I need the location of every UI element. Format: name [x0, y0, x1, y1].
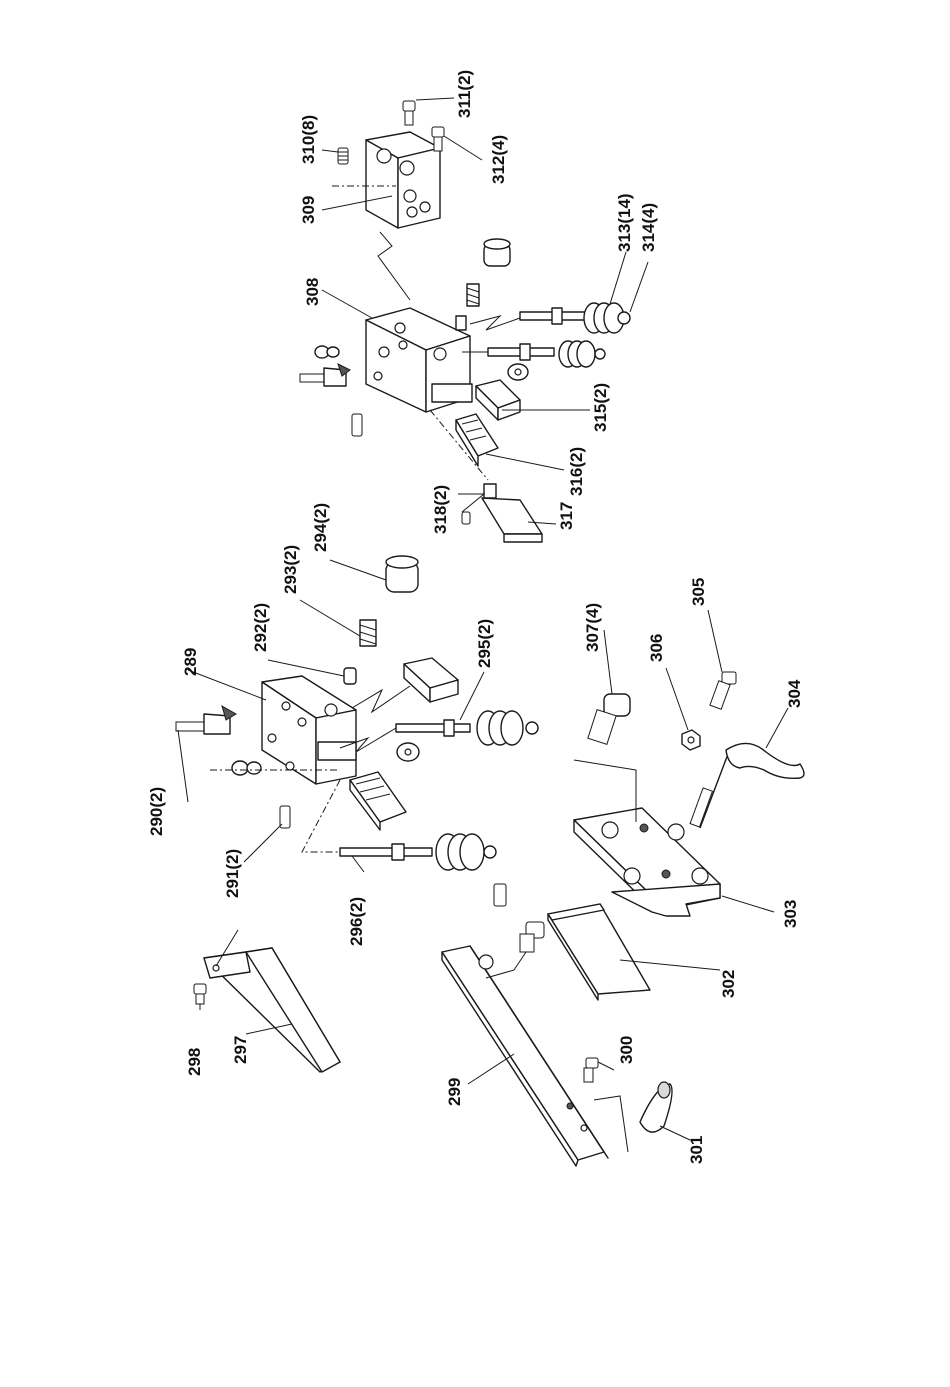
part-309-block: [366, 132, 440, 228]
label-318: 318(2): [431, 485, 450, 534]
part-300-screw: [584, 1058, 598, 1082]
label-294: 294(2): [311, 503, 330, 552]
label-305: 305: [689, 578, 708, 606]
part-306-nut: [682, 730, 700, 750]
part-289-slide: [350, 772, 406, 830]
part-293-spring: [360, 620, 376, 646]
part-308-nut: [315, 346, 339, 358]
part-289-nut: [232, 761, 261, 775]
part-302-plate: [548, 904, 650, 1000]
part-315-block: [476, 380, 520, 420]
label-301: 301: [687, 1136, 706, 1164]
part-316-block: [456, 414, 498, 466]
part-317-plate: [482, 484, 542, 542]
label-308: 308: [303, 278, 322, 306]
part-308-plunger: [484, 239, 510, 266]
label-292: 292(2): [251, 603, 270, 652]
part-301-handle: [640, 1082, 672, 1132]
label-298: 298: [185, 1048, 204, 1076]
label-315: 315(2): [591, 383, 610, 432]
label-311: 311(2): [455, 70, 474, 118]
label-313: 313(14): [615, 193, 634, 252]
label-312: 312(4): [489, 135, 508, 184]
part-307-screw: [588, 694, 630, 744]
part-290-fitting: [176, 706, 236, 734]
part-297-bracket: [204, 948, 340, 1072]
part-311-screw: [403, 101, 415, 125]
part-308-fitting: [300, 364, 350, 386]
part-296-gear-set: [340, 834, 496, 870]
label-316: 316(2): [567, 447, 586, 496]
part-304-lever: [690, 743, 804, 828]
label-291: 291(2): [223, 849, 242, 898]
part-305-screw: [710, 672, 736, 709]
label-290: 290(2): [147, 787, 166, 836]
part-292-pin: [344, 668, 356, 684]
label-314: 314(4): [639, 203, 658, 252]
part-295-gear-set: [340, 711, 538, 752]
label-289: 289: [181, 648, 200, 676]
part-308-spring: [456, 284, 479, 330]
label-306: 306: [647, 634, 666, 662]
label-302: 302: [719, 970, 738, 998]
label-296: 296(2): [347, 897, 366, 946]
part-310-screw: [338, 148, 348, 164]
label-300: 300: [617, 1036, 636, 1064]
part-299-bar: [442, 946, 608, 1166]
part-298-screw: [194, 984, 206, 1004]
part-312-screw: [432, 127, 444, 151]
label-303: 303: [781, 900, 800, 928]
label-307: 307(4): [583, 603, 602, 652]
part-289-washer: [397, 743, 419, 761]
label-309: 309: [299, 196, 318, 224]
part-308-washer: [508, 364, 528, 380]
part-299-screw: [520, 922, 544, 952]
part-289-top-block: [404, 658, 458, 702]
label-299: 299: [445, 1078, 464, 1106]
label-297: 297: [231, 1036, 250, 1064]
part-289-block: [262, 676, 356, 784]
label-310: 310(8): [299, 115, 318, 164]
part-308-setscrew: [352, 414, 362, 436]
part-294-plunger: [386, 556, 418, 592]
label-304: 304: [785, 679, 804, 708]
part-299-setscrew: [494, 884, 506, 906]
label-295: 295(2): [475, 619, 494, 668]
part-318-screw: [458, 494, 484, 524]
label-293: 293(2): [281, 545, 300, 594]
label-317: 317: [557, 502, 576, 530]
middle-assembly: [176, 556, 538, 870]
part-313-gear-set-a: [470, 303, 630, 333]
part-313-gear-set-b: [462, 341, 605, 367]
